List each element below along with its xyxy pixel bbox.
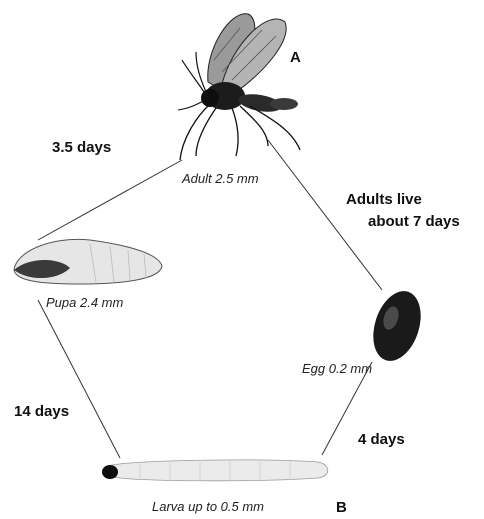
adult-stage-label: Adult 2.5 mm bbox=[182, 172, 259, 185]
larva-illustration bbox=[102, 460, 328, 481]
duration-adult-to-pupa: 3.5 days bbox=[52, 140, 111, 155]
pupa-illustration bbox=[14, 239, 162, 284]
line-pupa-to-larva bbox=[38, 300, 120, 458]
duration-egg-to-larva: 4 days bbox=[358, 432, 405, 447]
duration-adult-lifespan-line2: about 7 days bbox=[368, 214, 460, 229]
line-adult-to-egg bbox=[268, 140, 382, 290]
marker-a: A bbox=[290, 50, 301, 65]
pupa-stage-label: Pupa 2.4 mm bbox=[46, 296, 123, 309]
adult-fly-illustration bbox=[178, 14, 300, 160]
duration-adult-lifespan-line1: Adults live bbox=[346, 192, 422, 207]
larva-stage-label: Larva up to 0.5 mm bbox=[152, 500, 264, 513]
egg-stage-label: Egg 0.2 mm bbox=[302, 362, 372, 375]
duration-pupa-to-larva: 14 days bbox=[14, 404, 69, 419]
marker-b: B bbox=[336, 500, 347, 515]
egg-illustration bbox=[365, 285, 429, 367]
line-adult-to-pupa bbox=[38, 160, 182, 240]
